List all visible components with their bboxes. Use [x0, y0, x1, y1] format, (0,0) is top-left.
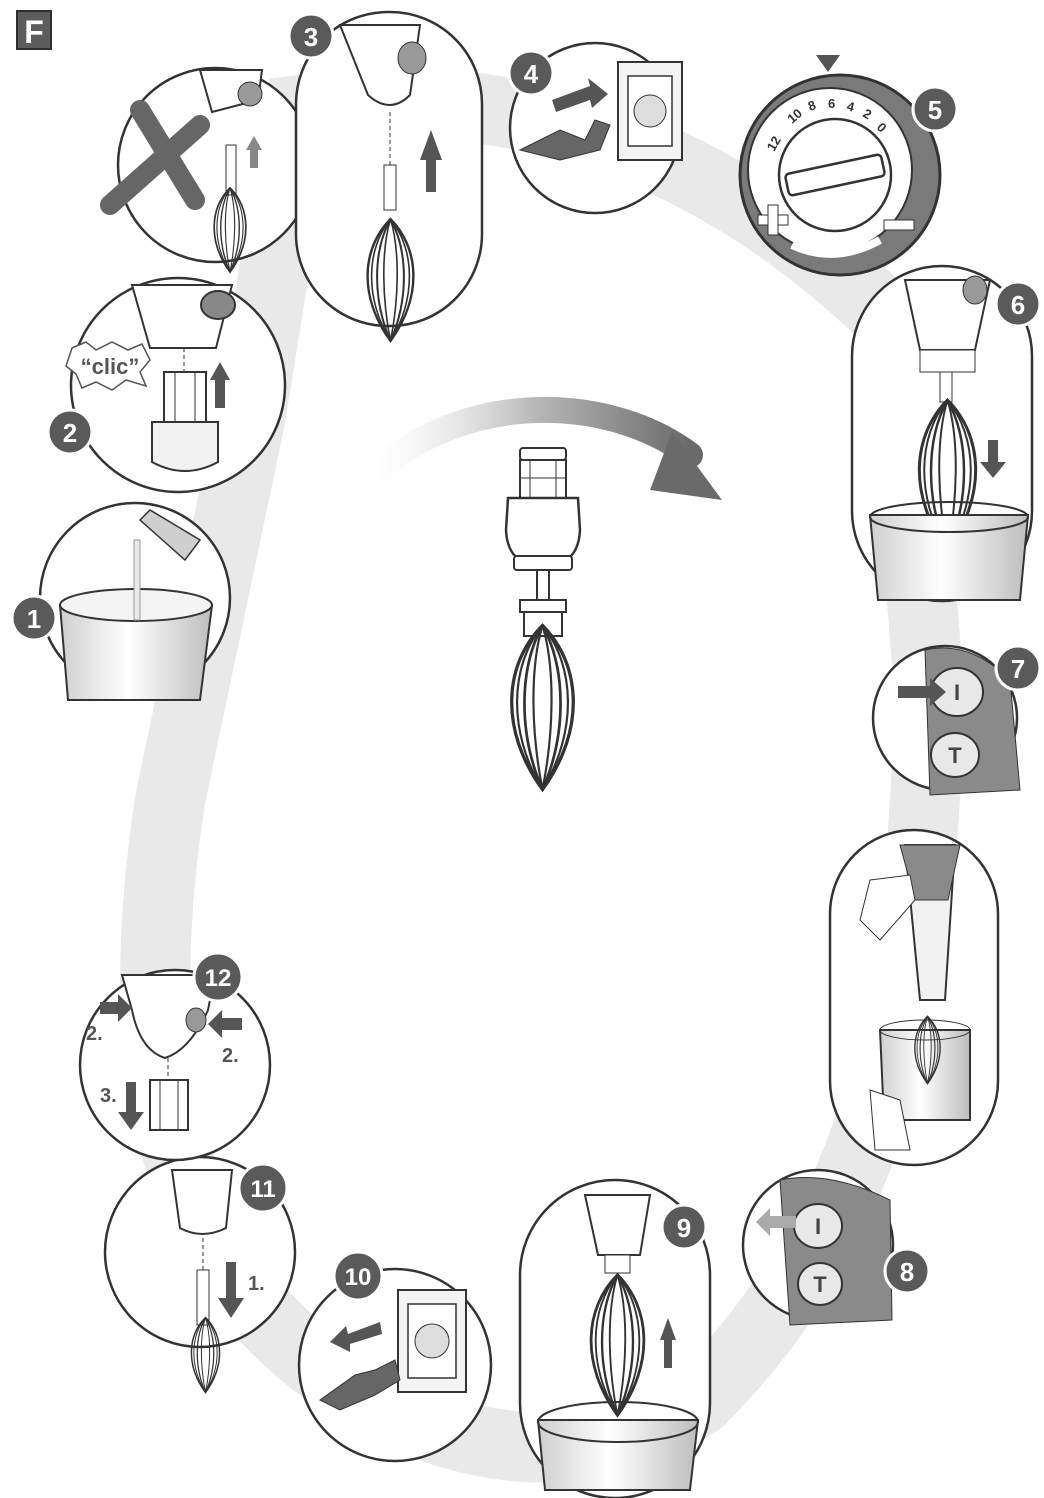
step-12-panel: [80, 970, 270, 1160]
step-5-panel: [740, 55, 940, 275]
step-10-panel: [299, 1269, 491, 1461]
step-12-label-2-right: 2.: [222, 1045, 239, 1067]
step-badge-5: 5: [913, 87, 957, 131]
step-number-12: 12: [205, 965, 232, 992]
step-number-4: 4: [524, 59, 539, 89]
step-7-on-button: I: [954, 680, 960, 705]
step-number-2: 2: [63, 418, 77, 448]
step-number-5: 5: [928, 95, 942, 125]
blending-panel: [830, 830, 998, 1165]
minus-icon: [884, 220, 914, 230]
step-number-1: 1: [27, 604, 41, 634]
step-badge-10: 10: [334, 1252, 382, 1300]
step-number-9: 9: [677, 1213, 691, 1243]
step-number-11: 11: [250, 1176, 275, 1203]
step-badge-11: 11: [239, 1164, 287, 1212]
step-8-turbo-button: T: [813, 1272, 827, 1297]
step-7-turbo-button: T: [948, 743, 962, 768]
step-number-3: 3: [304, 22, 318, 52]
step-11-label-1: 1.: [248, 1273, 265, 1295]
step-badge-8: 8: [885, 1249, 929, 1293]
step-badge-1: 1: [12, 596, 56, 640]
step-badge-12: 12: [194, 953, 242, 1001]
step-2-panel: [66, 278, 285, 492]
step-badge-7: 7: [996, 646, 1040, 690]
step-12-label-2-left: 2.: [86, 1023, 103, 1045]
step-3-panel: [296, 12, 482, 341]
step-12-label-3: 3.: [100, 1085, 117, 1107]
center-whisk-attachment: [506, 448, 580, 790]
step-8-on-button: I: [815, 1214, 821, 1239]
dial-number: 6: [828, 96, 835, 111]
step-badge-2: 2: [48, 410, 92, 454]
clic-sound-label: “clic”: [81, 354, 140, 379]
step-badge-6: 6: [996, 282, 1040, 326]
step-number-8: 8: [900, 1257, 914, 1287]
step-badge-4: 4: [509, 51, 553, 95]
step-number-10: 10: [345, 1264, 372, 1291]
step-badge-3: 3: [289, 14, 333, 58]
step-number-6: 6: [1011, 290, 1025, 320]
step-1-panel: [40, 503, 230, 700]
step-number-7: 7: [1011, 654, 1025, 684]
step-badge-9: 9: [662, 1205, 706, 1249]
